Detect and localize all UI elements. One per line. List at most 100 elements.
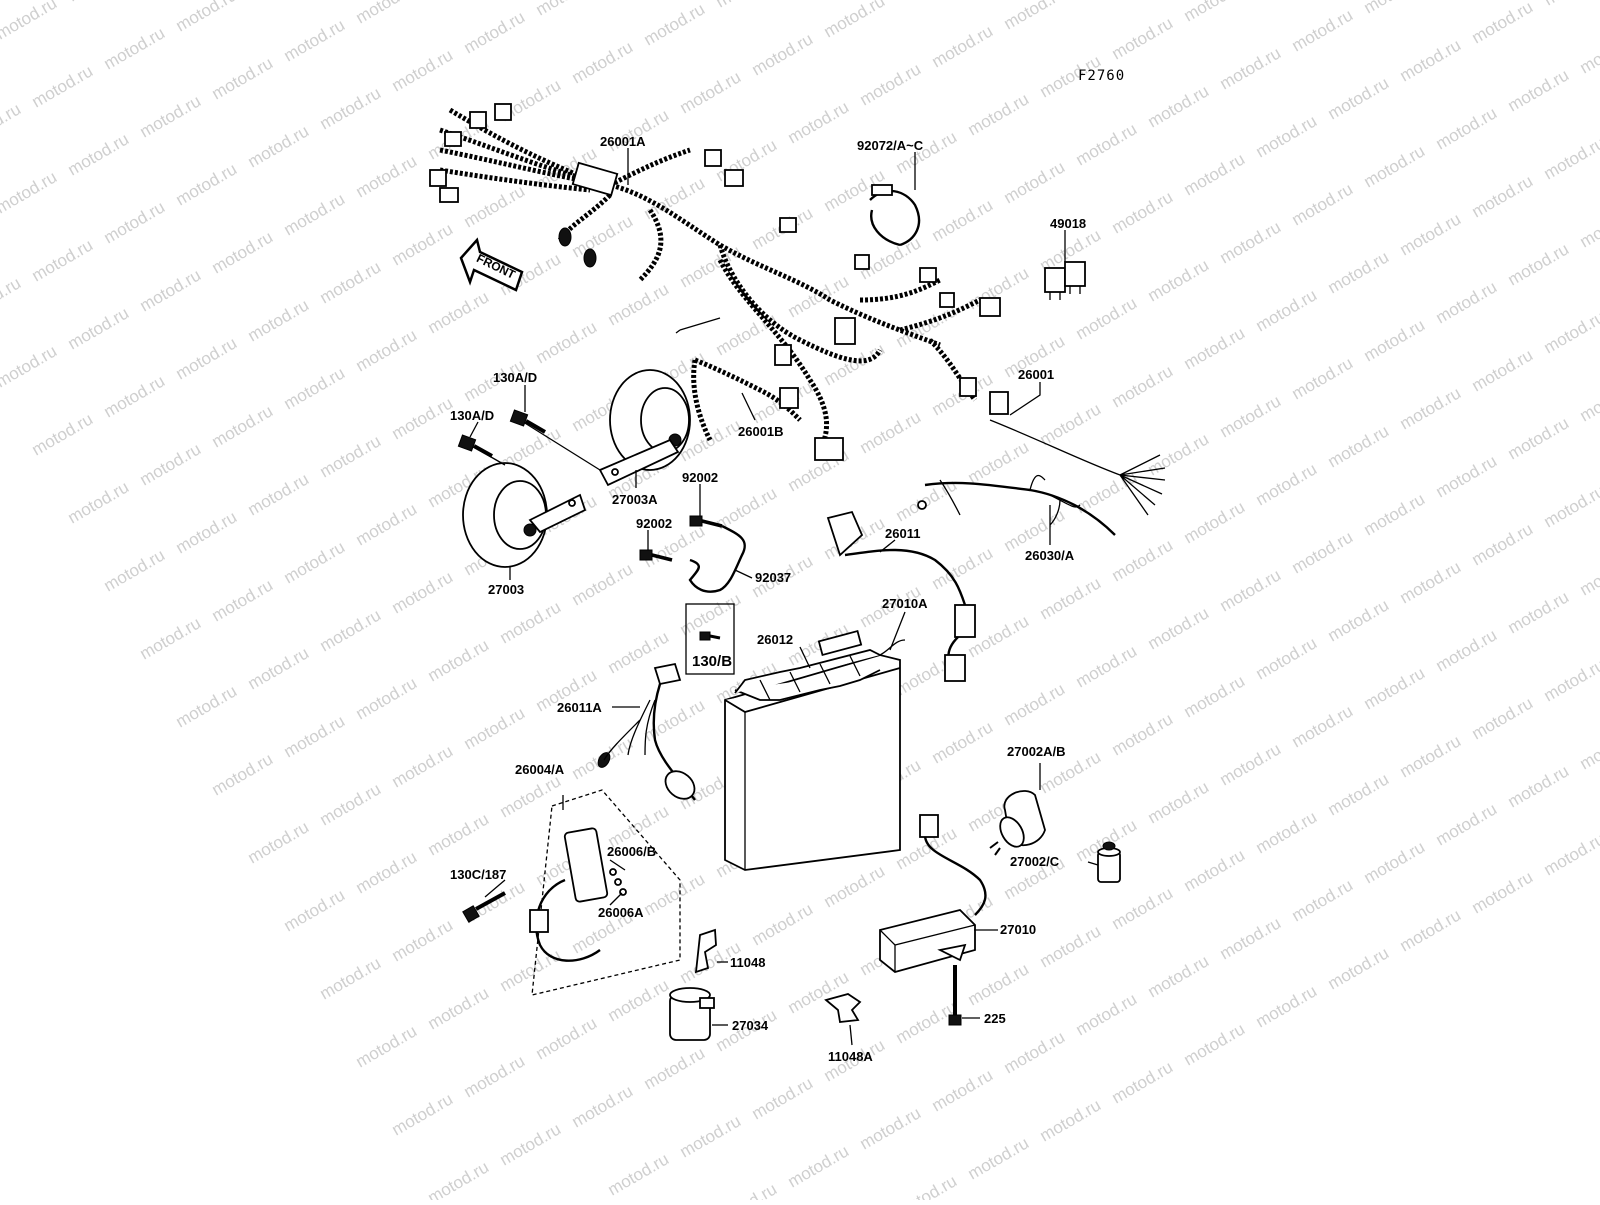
watermark-text: motod.ru <box>1325 595 1393 645</box>
watermark-text: motod.ru <box>353 847 421 897</box>
watermark-text: motod.ru <box>1505 413 1573 463</box>
watermark-text: motod.ru <box>1253 459 1321 509</box>
watermark-text: motod.ru <box>173 159 241 209</box>
watermark-text: motod.ru <box>1253 633 1321 683</box>
part-27034 <box>670 988 714 1040</box>
watermark-text: motod.ru <box>1361 0 1429 17</box>
watermark-text: motod.ru <box>569 559 637 609</box>
watermark-text: motod.ru <box>1109 535 1177 585</box>
watermark-text: motod.ru <box>1253 111 1321 161</box>
watermark-text: motod.ru <box>137 613 205 663</box>
watermark-text: motod.ru <box>1145 255 1213 305</box>
watermark-text: motod.ru <box>173 333 241 383</box>
watermark-text: motod.ru <box>317 431 385 481</box>
watermark-text: motod.ru <box>677 67 745 117</box>
watermark-text: motod.ru <box>101 545 169 595</box>
watermark-text: motod.ru <box>641 0 709 49</box>
watermark-text: motod.ru <box>353 1021 421 1071</box>
watermark-text: motod.ru <box>0 167 60 217</box>
watermark-text: motod.ru <box>1469 519 1537 569</box>
watermark-text: motod.ru <box>1433 625 1501 675</box>
watermark-text: motod.ru <box>1469 345 1537 395</box>
watermark-text: motod.ru <box>1253 807 1321 857</box>
watermark-text: motod.ru <box>1325 769 1393 819</box>
watermark-text: motod.ru <box>1433 451 1501 501</box>
watermark-text: motod.ru <box>245 643 313 693</box>
watermark-text: motod.ru <box>1001 157 1069 207</box>
watermark-text: motod.ru <box>533 0 601 19</box>
watermark-text: motod.ru <box>1109 361 1177 411</box>
watermark-text: motod.ru <box>29 409 97 459</box>
watermark-text: motod.ru <box>1253 285 1321 335</box>
watermark-text: motod.ru <box>173 0 241 35</box>
watermark-text: motod.ru <box>1001 0 1069 33</box>
watermark-text: motod.ru <box>281 15 349 65</box>
battery-26012 <box>725 631 905 870</box>
watermark-text: motod.ru <box>1289 701 1357 751</box>
watermark-text: motod.ru <box>353 673 421 723</box>
watermark-text: motod.ru <box>1145 81 1213 131</box>
watermark-text: motod.ru <box>1109 13 1177 63</box>
watermark-text: motod.ru <box>569 211 637 261</box>
watermark-text: motod.ru <box>389 915 457 965</box>
bracket-11048a <box>826 994 860 1022</box>
watermark-text: motod.ru <box>209 401 277 451</box>
watermark-text: motod.ru <box>209 53 277 103</box>
watermark-text: motod.ru <box>965 437 1033 487</box>
watermark-text: motod.ru <box>497 771 565 821</box>
watermark-text: motod.ru <box>713 0 781 11</box>
watermark-text: motod.ru <box>1577 723 1600 773</box>
watermark-text: motod.ru <box>821 339 889 389</box>
label-27010: 27010 <box>1000 922 1036 937</box>
watermark-text: motod.ru <box>281 537 349 587</box>
watermark-text: motod.ru <box>425 809 493 859</box>
watermark-text: motod.ru <box>353 0 421 27</box>
watermark-text: motod.ru <box>1181 323 1249 373</box>
label-225: 225 <box>984 1011 1006 1026</box>
watermark-text: motod.ru <box>1001 679 1069 729</box>
watermark-text: motod.ru <box>1397 35 1465 85</box>
watermark-text: motod.ru <box>1037 399 1105 449</box>
watermark-text: motod.ru <box>65 0 133 5</box>
watermark-text: motod.ru <box>605 279 673 329</box>
label-92002-lower: 92002 <box>636 516 672 531</box>
watermark-text: motod.ru <box>1541 133 1600 183</box>
watermark-text: motod.ru <box>425 635 493 685</box>
label-92002-upper: 92002 <box>682 470 718 485</box>
watermark-text: motod.ru <box>29 235 97 285</box>
watermark-text: motod.ru <box>1361 141 1429 191</box>
watermark-text: motod.ru <box>749 899 817 949</box>
watermark-text: motod.ru <box>1541 0 1600 9</box>
watermark-text: motod.ru <box>1037 1095 1105 1145</box>
watermark-text: motod.ru <box>65 303 133 353</box>
watermark-text: motod.ru <box>1577 549 1600 599</box>
watermark-text: motod.ru <box>1325 247 1393 297</box>
watermark-text: motod.ru <box>929 543 997 593</box>
watermark-text: motod.ru <box>1469 693 1537 743</box>
watermark-text: motod.ru <box>497 1119 565 1169</box>
watermark-text: motod.ru <box>1361 837 1429 887</box>
watermark-text: motod.ru <box>0 99 24 149</box>
watermark-text: motod.ru <box>461 1051 529 1101</box>
watermark-text: motod.ru <box>1217 565 1285 615</box>
watermark-text: motod.ru <box>569 1081 637 1131</box>
watermark-text: motod.ru <box>281 189 349 239</box>
watermark-text: motod.ru <box>1217 43 1285 93</box>
watermark-text: motod.ru <box>281 885 349 935</box>
watermark-text: motod.ru <box>209 749 277 799</box>
watermark-text: motod.ru <box>1289 179 1357 229</box>
horn-27003a <box>600 370 690 485</box>
watermark-text: motod.ru <box>1541 307 1600 357</box>
watermark-text: motod.ru <box>1505 761 1573 811</box>
watermark-text: motod.ru <box>1145 603 1213 653</box>
watermark-text: motod.ru <box>389 219 457 269</box>
watermark-text: motod.ru <box>1181 149 1249 199</box>
watermark-text: motod.ru <box>65 477 133 527</box>
label-26011: 26011 <box>885 526 920 541</box>
label-27002c: 27002/C <box>1010 854 1060 869</box>
watermark-text: motod.ru <box>1217 913 1285 963</box>
watermark-text: motod.ru <box>1181 845 1249 895</box>
watermark-text: motod.ru <box>857 1103 925 1153</box>
label-27003a: 27003A <box>612 492 658 507</box>
bolt-225 <box>949 965 961 1025</box>
